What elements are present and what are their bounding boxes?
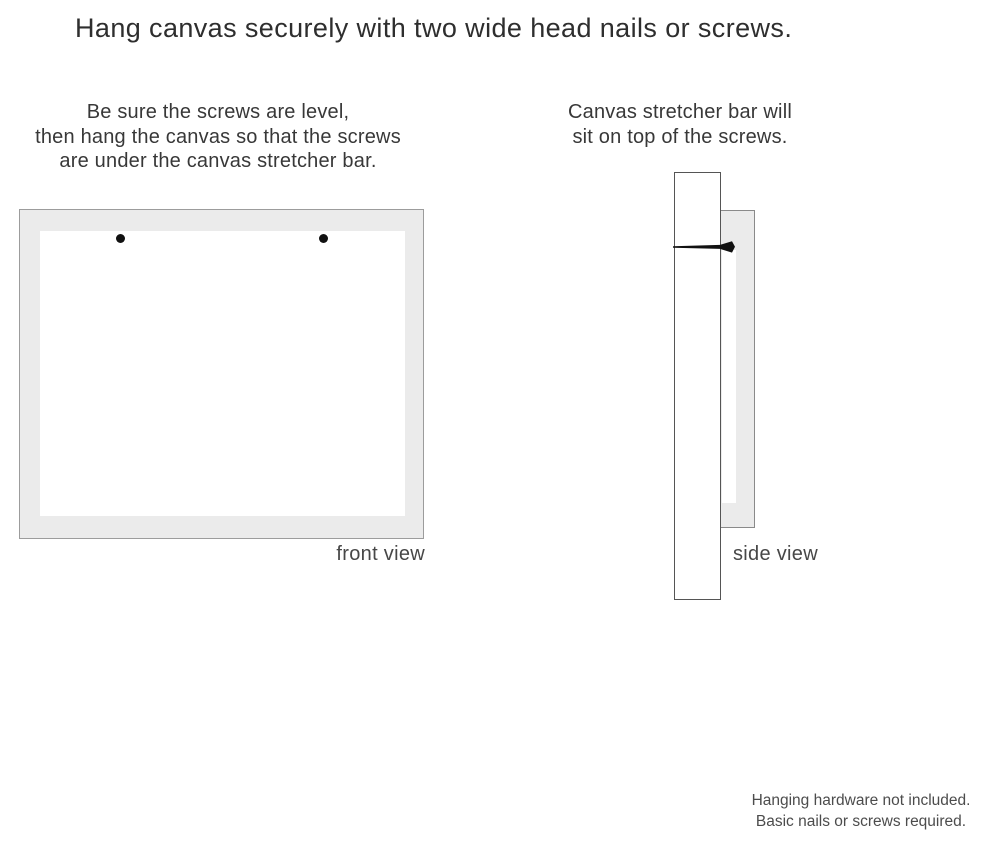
footnote-line: Hanging hardware not included. (751, 792, 971, 809)
footnote-line: Basic nails or screws required. (755, 813, 967, 830)
side-view-wall-bar (674, 172, 721, 600)
front-view-instructions-line: are under the canvas stretcher bar. (59, 150, 377, 173)
nail-icon (673, 241, 735, 253)
side-view-instructions: Canvas stretcher bar will sit on top of … (530, 100, 830, 149)
front-view-instructions-line: then hang the canvas so that the screws (35, 125, 401, 148)
front-view-canvas-inner (40, 231, 405, 516)
side-view-instructions-line: Canvas stretcher bar will (568, 101, 792, 123)
front-view-caption: front view (336, 543, 425, 565)
front-view-canvas-frame (19, 209, 424, 539)
side-view-caption: side view (733, 543, 818, 565)
side-view-instructions-line: sit on top of the screws. (572, 125, 788, 148)
footnote: Hanging hardware not included. Basic nai… (745, 790, 977, 832)
front-view-instructions: Be sure the screws are level, then hang … (18, 100, 418, 174)
side-view-stretcher-gap (722, 250, 736, 503)
screw-dot-right-icon (319, 234, 328, 243)
screw-dot-left-icon (116, 234, 125, 243)
page-title: Hang canvas securely with two wide head … (75, 13, 793, 43)
front-view-instructions-line: Be sure the screws are level, (86, 101, 350, 123)
